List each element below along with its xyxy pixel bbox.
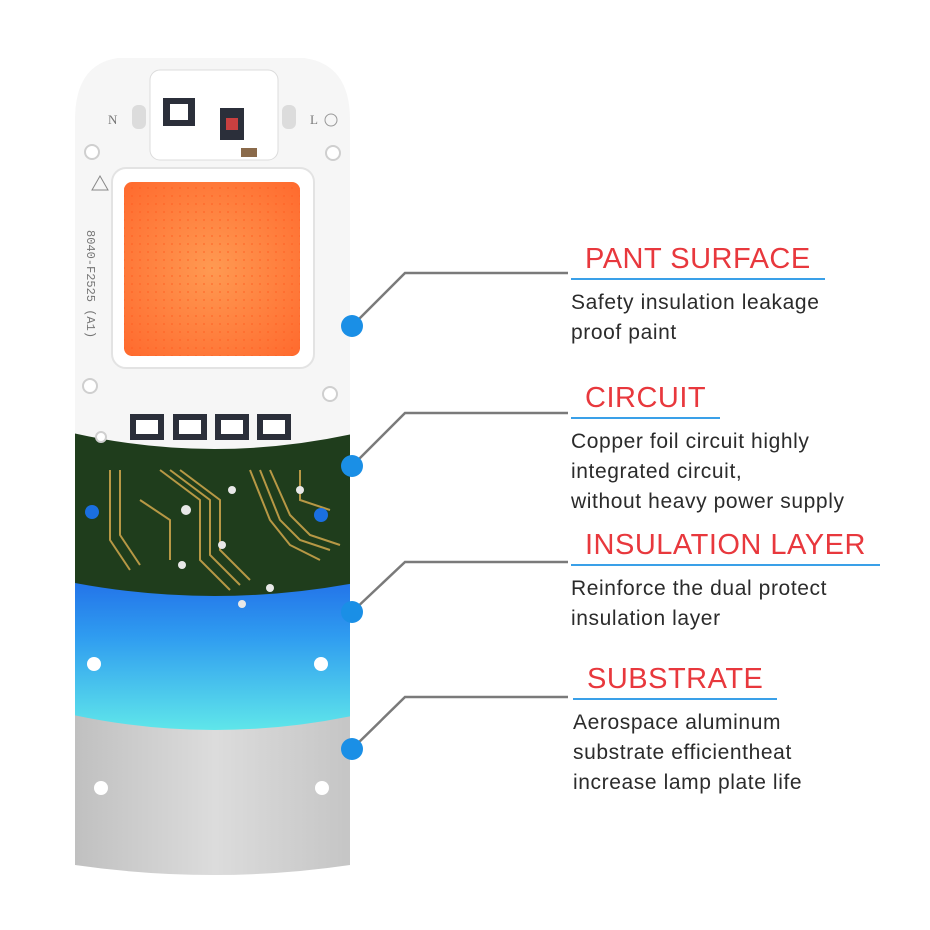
circuit-layer: [75, 420, 350, 596]
callout-line: [351, 411, 568, 467]
callout-line: [351, 271, 568, 327]
description-line: Reinforce the dual protect: [571, 577, 828, 600]
layer-description: Copper foil circuit highly integrated ci…: [571, 427, 845, 517]
smd-resistor: [241, 148, 257, 157]
layer-title: PANT SURFACE: [571, 243, 825, 280]
layer-description: Aerospace aluminum substrate efficienthe…: [573, 708, 802, 798]
callout-line: [351, 695, 568, 750]
layer-label-circuit: CIRCUIT Copper foil circuit highly integ…: [571, 382, 845, 517]
description-line: Aerospace aluminum: [573, 711, 782, 734]
description-line: Copper foil circuit highly: [571, 430, 810, 453]
callout-line: [351, 560, 568, 613]
layer-description: Safety insulation leakage proof paint: [571, 288, 825, 348]
mounting-holes: [82, 144, 341, 443]
description-line: integrated circuit,: [571, 460, 743, 483]
description-line: Safety insulation leakage: [571, 291, 820, 314]
description-line: substrate efficientheat: [573, 741, 792, 764]
connector-tab: [149, 69, 279, 161]
layer-label-insulation: INSULATION LAYER Reinforce the dual prot…: [571, 529, 880, 634]
layer-title: SUBSTRATE: [573, 663, 778, 700]
component-row: [130, 414, 291, 440]
description-line: increase lamp plate life: [573, 771, 803, 794]
l-mark: L: [310, 112, 318, 127]
via-holes: [178, 486, 304, 608]
description-line: without heavy power supply: [571, 490, 845, 513]
description-line: proof paint: [571, 321, 677, 344]
copper-traces: [109, 469, 341, 591]
callout-dot: [341, 315, 363, 337]
warning-triangle-icon: [91, 174, 109, 191]
callout-dot: [341, 601, 363, 623]
layer-title: INSULATION LAYER: [571, 529, 880, 566]
model-mark: 8040-F2525 (A1): [83, 230, 97, 338]
callouts: [341, 271, 568, 760]
insulation-layer: [75, 560, 350, 730]
layer-title: CIRCUIT: [571, 382, 721, 419]
description-line: insulation layer: [571, 607, 721, 630]
layer-label-substrate: SUBSTRATE Aerospace aluminum substrate e…: [573, 663, 802, 798]
n-mark: N: [108, 112, 118, 127]
layer-description: Reinforce the dual protect insulation la…: [571, 574, 880, 634]
callout-dot: [341, 738, 363, 760]
callout-dot: [341, 455, 363, 477]
layer-label-paint-surface: PANT SURFACE Safety insulation leakage p…: [571, 243, 825, 348]
